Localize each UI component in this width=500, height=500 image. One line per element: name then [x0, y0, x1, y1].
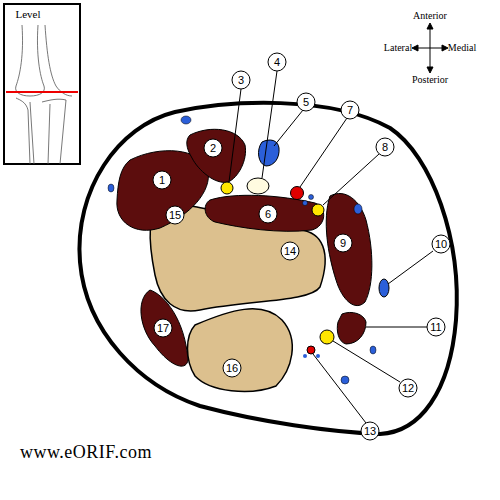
- callout-number: 11: [430, 322, 441, 333]
- level-inset: [4, 4, 80, 164]
- callout-circles: [153, 53, 450, 440]
- muscles: [117, 129, 372, 366]
- callout-number: 2: [210, 143, 216, 154]
- inset-title: Level: [15, 9, 40, 20]
- artery: [291, 187, 304, 200]
- inset-bones: [16, 25, 72, 164]
- callout-number: 5: [303, 97, 309, 108]
- callout-number: 3: [238, 75, 244, 86]
- nerve: [312, 204, 324, 216]
- fibula-bone: [188, 309, 293, 392]
- compass-arrows: [412, 23, 448, 73]
- callout-number: 10: [435, 239, 447, 250]
- compass-label: Lateral: [384, 43, 412, 53]
- leader-lines: [229, 71, 433, 423]
- compass-label: Medial: [448, 43, 476, 53]
- callout-number: 17: [157, 323, 169, 334]
- callout-number: 16: [226, 363, 238, 374]
- vein: [316, 354, 320, 358]
- watermark: www.eORIF.com: [20, 443, 152, 461]
- nerve: [320, 330, 334, 344]
- callout-number: 13: [364, 426, 376, 437]
- callout-number: 12: [402, 383, 414, 394]
- level-line: [6, 91, 78, 93]
- artery: [307, 346, 315, 354]
- callout-number: 14: [284, 246, 296, 257]
- superficial-veins: [108, 116, 376, 384]
- vein: [303, 201, 308, 206]
- compass-label: Posterior: [412, 75, 448, 85]
- tendon: [247, 178, 269, 194]
- vein: [379, 279, 389, 297]
- vein: [309, 195, 314, 200]
- compass-label: Anterior: [413, 11, 447, 21]
- nerve: [221, 182, 233, 194]
- limb-outline: [79, 103, 456, 434]
- callout-number: 7: [347, 105, 353, 116]
- callout-number: 6: [265, 209, 271, 220]
- callout-number: 1: [159, 175, 165, 186]
- callout-number: 4: [274, 57, 280, 68]
- callout-number: 15: [169, 210, 181, 221]
- callout-number: 8: [382, 142, 388, 153]
- vein: [303, 354, 307, 358]
- callout-number: 9: [340, 238, 346, 249]
